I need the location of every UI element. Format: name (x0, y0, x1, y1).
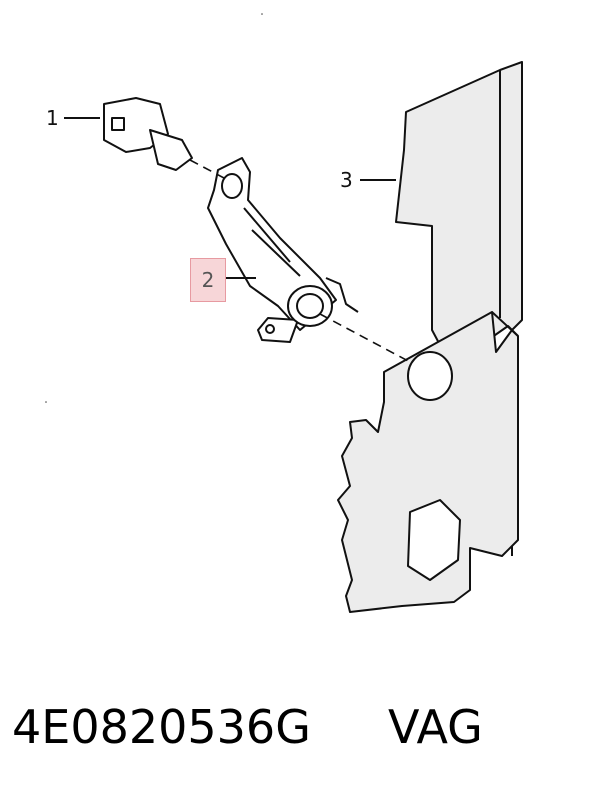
sensor-tip (149, 129, 193, 171)
leader-lines (64, 117, 396, 279)
bracket-foot (257, 317, 299, 343)
panel-lower (337, 311, 519, 613)
bracket-tube (325, 277, 359, 313)
sensor-slot (111, 117, 125, 131)
speck (45, 401, 47, 403)
bracket-ring-inner (296, 293, 324, 319)
sensor-part-1 (103, 97, 193, 171)
assembly-lines (189, 159, 411, 363)
bracket-eye-top (221, 173, 243, 199)
callout-1: 1 (46, 106, 59, 130)
bracket-foot-hole (265, 324, 275, 334)
bracket-rib (243, 207, 301, 277)
speck (261, 13, 263, 15)
brand-name: VAG (388, 700, 483, 754)
part-number: 4E0820536G (12, 700, 311, 754)
assembly-line-ring (319, 313, 411, 363)
panel-hole (407, 351, 453, 401)
panel-notch (407, 499, 461, 581)
panel-fold (383, 311, 519, 402)
callout-3: 3 (340, 168, 353, 192)
exploded-parts-diagram (45, 13, 523, 613)
panel-upper (395, 61, 523, 346)
bracket-part-2 (207, 157, 359, 343)
callout-2-highlighted: 2 (190, 258, 226, 302)
assembly-line-sensor (189, 159, 225, 179)
